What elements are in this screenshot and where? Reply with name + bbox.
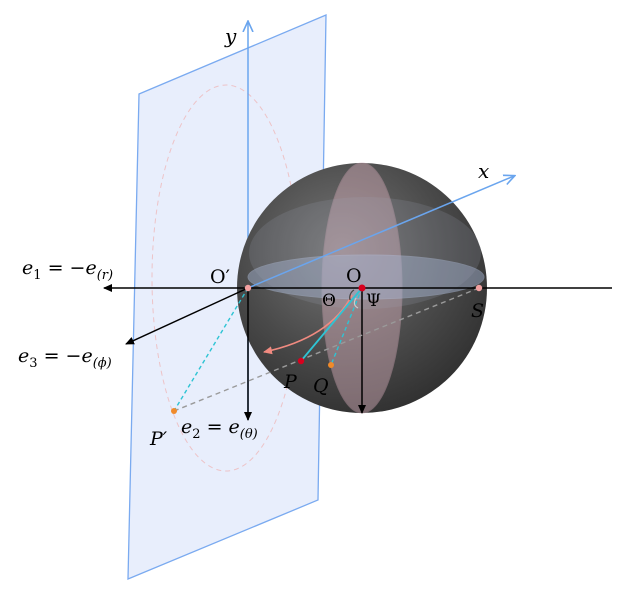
e2-label: e2 = e(θ): [181, 416, 258, 442]
point-p-label: P: [283, 371, 298, 393]
origin-prime-label: O′: [210, 266, 230, 288]
s-p-prime-dashed-line: [173, 287, 480, 412]
point-o-prime: [244, 284, 252, 292]
x-axis-label: x: [478, 159, 489, 183]
op-line: [300, 287, 363, 362]
point-o: [358, 284, 366, 292]
e3-label: e3 = −e(ϕ): [18, 345, 112, 371]
psi-angle-mark: [353, 297, 359, 309]
point-p-prime: [171, 408, 177, 414]
e3-arrow: [125, 287, 249, 345]
point-p: [297, 357, 305, 365]
theta-label: Θ: [322, 291, 336, 311]
point-s-label: S: [471, 300, 484, 322]
point-s: [475, 284, 483, 292]
psi-label: Ψ: [366, 291, 381, 311]
y-axis-label: y: [224, 24, 237, 48]
point-q: [328, 362, 334, 368]
point-p-prime-label: P′: [149, 428, 168, 450]
x-axis-line: [247, 176, 514, 289]
rotation-arc: [263, 294, 353, 355]
origin-label: O: [346, 265, 362, 287]
theta-angle-mark: [349, 289, 355, 301]
point-q-label: Q: [313, 375, 329, 397]
sphere-equator-band: [249, 197, 481, 309]
e1-label: e1 = −e(r): [22, 257, 113, 283]
o-prime-p-prime-dashed-line: [173, 287, 249, 412]
